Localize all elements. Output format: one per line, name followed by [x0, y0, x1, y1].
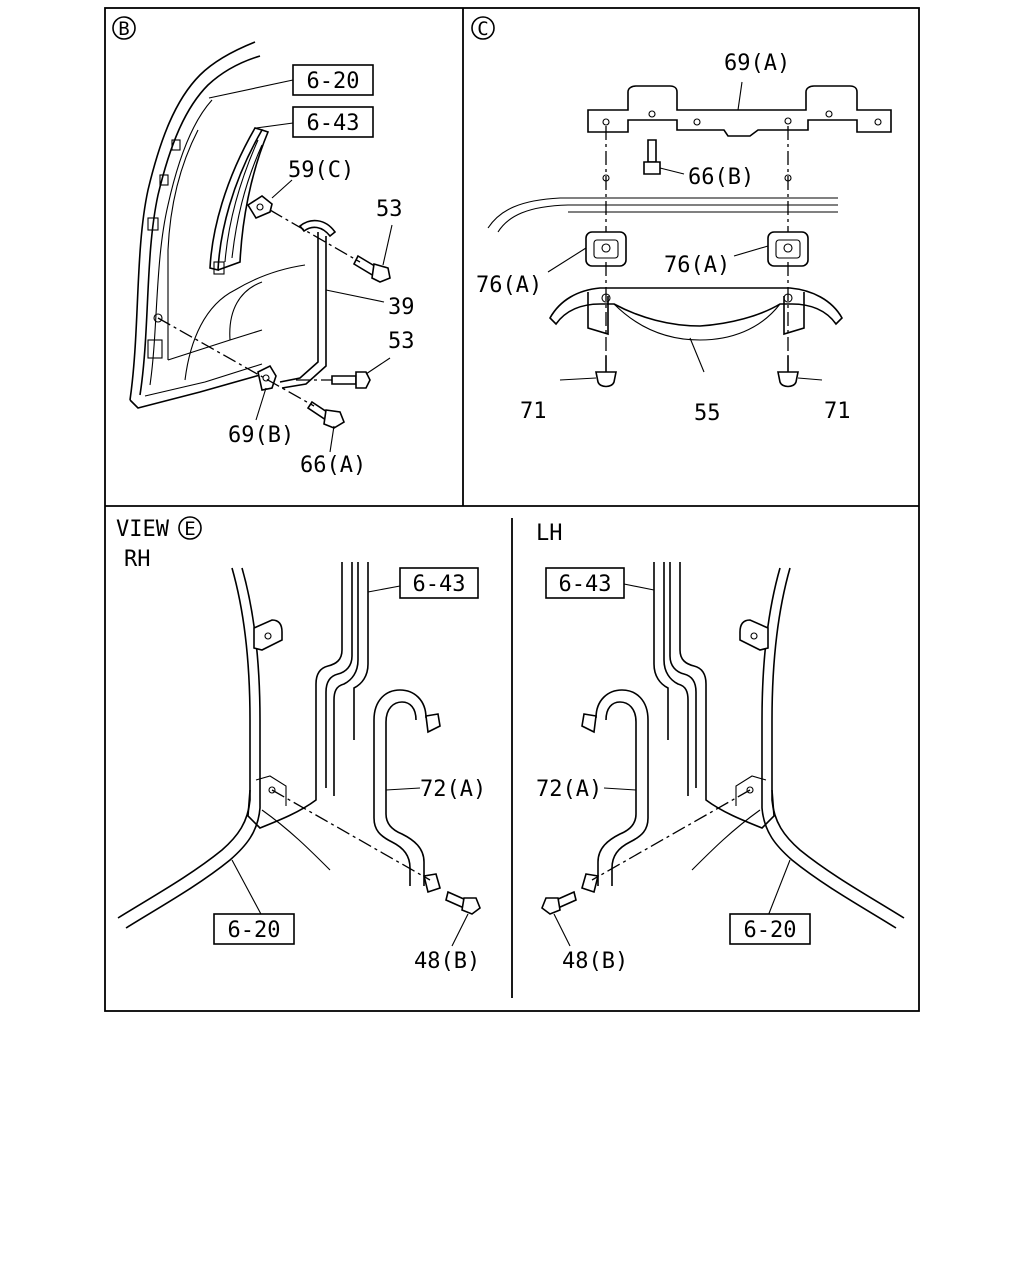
weatherstrip-rh [315, 562, 369, 796]
ref-box-rh-6-20: 6-20 [213, 913, 295, 945]
label-b-66a: 66(A) [300, 453, 366, 478]
panel-e-marker-text: E [184, 518, 195, 540]
ref-label-rh-6-20: 6-20 [228, 918, 281, 943]
bolt-66b [643, 139, 661, 175]
bracket-39 [279, 219, 337, 389]
panel-c-marker: C [471, 16, 495, 40]
panel-e-rh: VIEW E RH 6-43 [116, 516, 486, 974]
ref-label-lh-6-20: 6-20 [744, 918, 797, 943]
label-b-53-top: 53 [376, 197, 403, 222]
bolt-48b-rh [445, 890, 481, 915]
label-b-69b: 69(B) [228, 423, 294, 448]
bolt-53-top [352, 254, 391, 283]
label-c-71-left: 71 [520, 399, 547, 424]
panel-b: B [112, 16, 415, 478]
label-c-55: 55 [694, 401, 721, 426]
panel-c: C [471, 16, 892, 426]
weatherstrip-lh [653, 562, 707, 796]
roof-panel-c [487, 197, 838, 233]
rh-label: RH [124, 547, 151, 572]
ref-label-rh-6-43: 6-43 [413, 572, 466, 597]
ref-box-lh-6-43: 6-43 [545, 567, 625, 599]
ref-label-lh-6-43: 6-43 [559, 572, 612, 597]
panel-b-marker: B [112, 16, 136, 40]
label-c-69a: 69(A) [724, 51, 790, 76]
label-c-76a-right: 76(A) [664, 253, 730, 278]
lh-label: LH [536, 521, 563, 546]
bracket-69a [587, 85, 892, 137]
label-rh-72a: 72(A) [420, 777, 486, 802]
label-b-59c: 59(C) [288, 158, 354, 183]
clip-76a-left [585, 231, 627, 267]
pillar-lh [691, 567, 905, 929]
screw-71-right [777, 356, 799, 388]
clip-69b [257, 364, 277, 391]
label-lh-72a: 72(A) [536, 777, 602, 802]
body-pillar-b [129, 41, 306, 409]
pillar-rh [117, 567, 331, 929]
screw-71-left [595, 356, 617, 388]
panel-e-lh: LH 6-43 [536, 521, 905, 974]
bolt-66a [306, 400, 345, 429]
panel-e-marker: E [178, 516, 202, 540]
label-rh-48b: 48(B) [414, 949, 480, 974]
bolt-48b-lh [541, 890, 577, 915]
bolt-53-bottom [331, 371, 371, 389]
diagram-frame [104, 7, 920, 1012]
ref-box-b-6-43: 6-43 [292, 106, 374, 138]
assist-grip-55 [549, 287, 843, 341]
label-b-53-bottom: 53 [388, 329, 415, 354]
label-c-71-right: 71 [824, 399, 851, 424]
clip-76a-right [767, 231, 809, 267]
label-c-66b: 66(B) [688, 165, 754, 190]
ref-label-b-6-43: 6-43 [307, 111, 360, 136]
ref-box-b-6-20: 6-20 [292, 64, 374, 96]
view-label: VIEW [116, 517, 170, 542]
ref-label-b-6-20: 6-20 [307, 69, 360, 94]
weatherstrip-trim-b [209, 127, 270, 275]
panel-c-marker-text: C [477, 18, 488, 40]
ref-box-rh-6-43: 6-43 [399, 567, 479, 599]
label-b-39: 39 [388, 295, 415, 320]
clip-59c [246, 195, 273, 220]
panel-b-marker-text: B [118, 18, 129, 40]
label-lh-48b: 48(B) [562, 949, 628, 974]
ref-box-lh-6-20: 6-20 [729, 913, 811, 945]
label-c-76a-left: 76(A) [476, 273, 542, 298]
